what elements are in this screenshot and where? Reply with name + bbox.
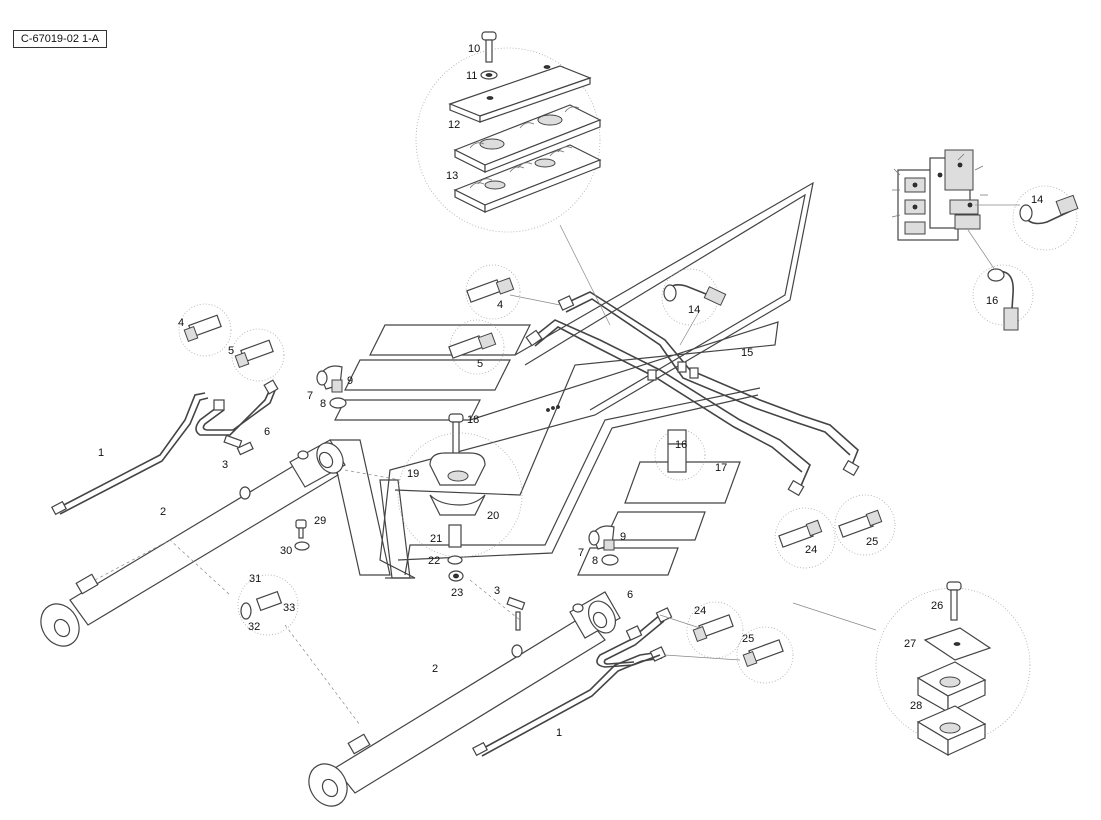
callout-labels: 10 11 12 13 14 16 4 14 5 15 4 5 9 7 8 18… xyxy=(98,43,1043,739)
washer-30 xyxy=(294,541,310,551)
fittings-lower-right xyxy=(588,494,896,684)
callout-3-left: 3 xyxy=(222,459,228,471)
callout-22: 22 xyxy=(428,555,440,567)
callout-18: 18 xyxy=(467,414,479,426)
callout-6-lower: 6 xyxy=(627,589,633,601)
clamp-detail-bottom xyxy=(792,581,1031,757)
cylinder-barrel-left xyxy=(69,449,339,626)
pipe-15-a xyxy=(561,291,859,471)
adapter-4-upper xyxy=(466,279,502,303)
callout-3-lower: 3 xyxy=(494,585,500,597)
hydraulic-pipes-upper xyxy=(525,224,860,497)
hoses-left xyxy=(51,379,279,516)
callout-7-left: 7 xyxy=(307,390,313,402)
callout-32: 32 xyxy=(248,621,260,633)
callout-23: 23 xyxy=(451,587,463,599)
callout-2-left: 2 xyxy=(160,506,166,518)
fittings-left xyxy=(178,303,347,636)
frame-rail-lower xyxy=(404,387,761,576)
callout-25-right: 25 xyxy=(866,536,878,548)
callout-8-left: 8 xyxy=(320,398,326,410)
hose-6-left xyxy=(195,384,273,436)
callout-9-left: 9 xyxy=(347,375,353,387)
cylinder-barrel-lower xyxy=(334,614,606,794)
oring-8-right xyxy=(601,554,619,566)
callout-27: 27 xyxy=(904,638,916,650)
hose-1-left xyxy=(57,392,206,509)
callout-2-lower: 2 xyxy=(432,663,438,675)
callout-20: 20 xyxy=(487,510,499,522)
hoses-lower xyxy=(472,607,673,757)
spacer-21 xyxy=(448,524,462,548)
callout-1-left: 1 xyxy=(98,447,104,459)
callout-9-right: 9 xyxy=(620,531,626,543)
clamp-20 xyxy=(429,494,486,516)
callout-15: 15 xyxy=(741,347,753,359)
bracket-plate-f xyxy=(577,547,679,576)
bolt-29 xyxy=(295,519,307,529)
bracket-3-left xyxy=(223,434,243,449)
callout-31: 31 xyxy=(249,573,261,585)
callout-4-left: 4 xyxy=(178,317,184,329)
frame-outline xyxy=(329,181,814,579)
detail-circle-top xyxy=(415,47,601,233)
bolt-head-10 xyxy=(481,31,497,41)
callout-24-right: 24 xyxy=(805,544,817,556)
hose-1-lower xyxy=(479,651,661,751)
callout-14-center: 14 xyxy=(688,304,700,316)
callout-16-valve: 16 xyxy=(986,295,998,307)
adapter-33 xyxy=(255,590,283,612)
callout-13: 13 xyxy=(446,170,458,182)
callout-1-lower: 1 xyxy=(556,727,562,739)
callout-4-center: 4 xyxy=(497,299,503,311)
callout-12: 12 xyxy=(448,119,460,131)
callout-7-right: 7 xyxy=(578,547,584,559)
hose-6-lower xyxy=(596,614,661,668)
callout-17: 17 xyxy=(715,462,727,474)
callout-30: 30 xyxy=(280,545,292,557)
clamp-center xyxy=(397,413,706,582)
callout-8-right: 8 xyxy=(592,555,598,567)
callout-33: 33 xyxy=(283,602,295,614)
callout-21: 21 xyxy=(430,533,442,545)
oring-8-left xyxy=(329,397,347,409)
bolt-18 xyxy=(448,413,464,423)
callout-11: 11 xyxy=(466,70,477,82)
bracket-plate-d xyxy=(624,461,741,504)
clamp-detail-top xyxy=(415,31,602,233)
callout-5-left: 5 xyxy=(228,345,234,357)
callout-24-lower: 24 xyxy=(694,605,706,617)
callout-28: 28 xyxy=(910,700,922,712)
callout-19: 19 xyxy=(407,468,419,480)
bracket-3-lower xyxy=(506,596,526,611)
callout-5-center: 5 xyxy=(477,358,483,370)
callout-26: 26 xyxy=(931,600,943,612)
control-valve-assembly xyxy=(891,149,1079,331)
bolt-shank-10 xyxy=(485,39,493,63)
bracket-plate-b xyxy=(344,359,511,391)
washer-22 xyxy=(447,555,463,565)
callout-25-lower: 25 xyxy=(742,633,754,645)
hydraulic-cylinder-left xyxy=(40,439,346,647)
bolt-26 xyxy=(946,581,962,591)
hydraulic-cylinder-lower xyxy=(308,591,621,807)
frame-rail-mid xyxy=(394,321,779,496)
callout-16-center: 16 xyxy=(675,439,687,451)
pipe-15-b xyxy=(529,319,811,489)
callout-14-valve: 14 xyxy=(1031,194,1043,206)
frame-rail-upper xyxy=(379,181,814,579)
oring-32 xyxy=(240,602,252,620)
drawing-reference: C-67019-02 1-A xyxy=(13,30,107,48)
fittings-upper-center xyxy=(448,264,727,375)
callout-29: 29 xyxy=(314,515,326,527)
leader-lines xyxy=(94,469,521,726)
clamp-19 xyxy=(429,452,486,486)
callout-10: 10 xyxy=(468,43,480,55)
callout-6-left: 6 xyxy=(264,426,270,438)
